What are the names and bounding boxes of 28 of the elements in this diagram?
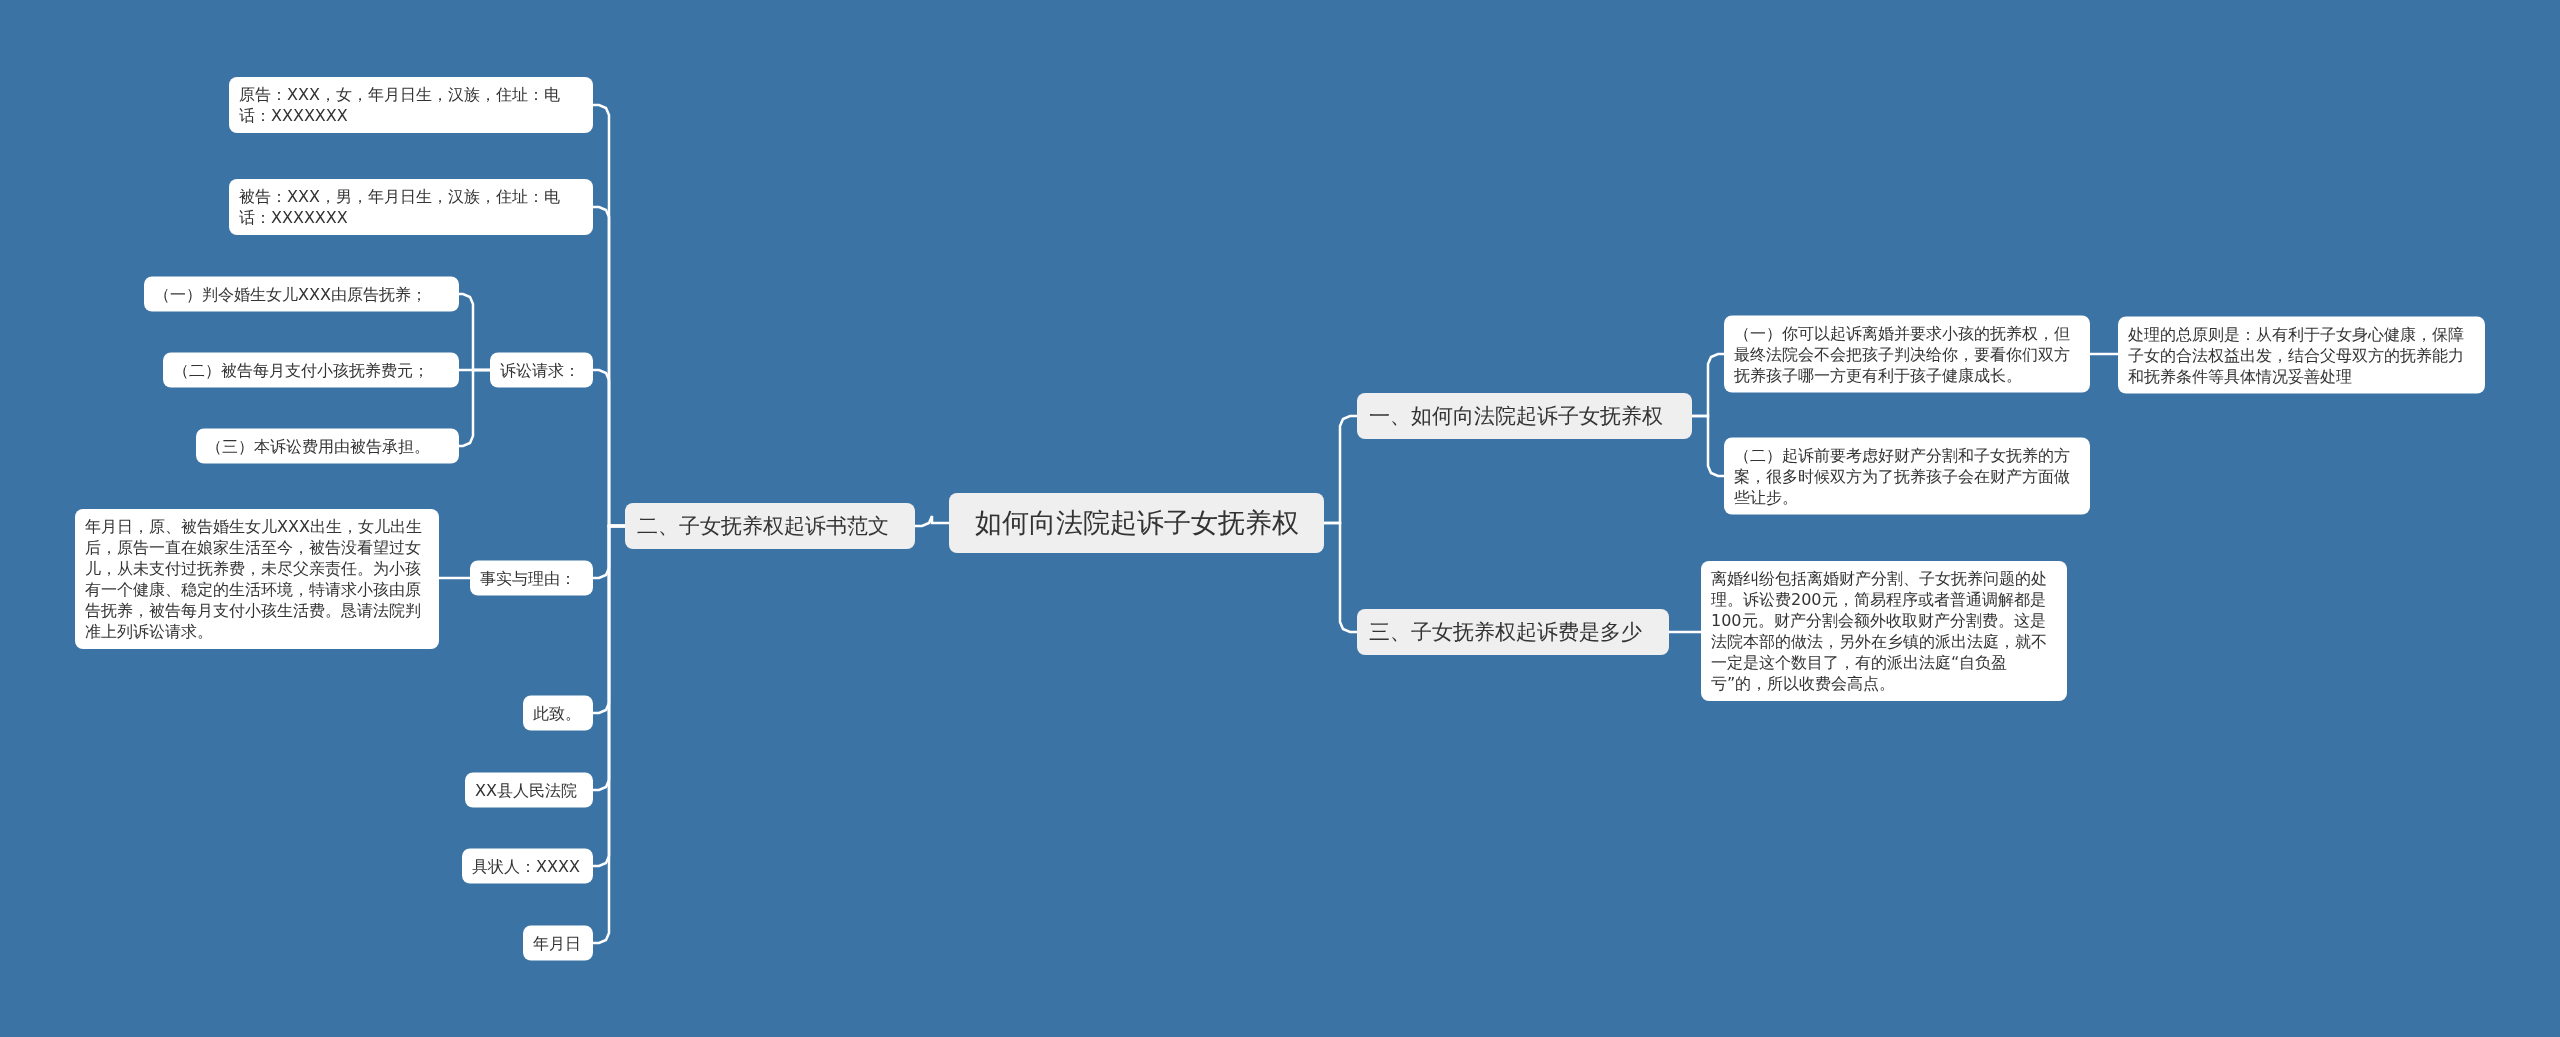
subtopic: XX县人民法院 — [465, 772, 593, 808]
connector-line — [459, 368, 490, 448]
connector-line — [1692, 414, 1724, 478]
subtopic: 离婚纠纷包括离婚财产分割、子女抚养问题的处理。诉讼费200元，简易程序或者普通调解都是100元。财产分割会额外收取财产分割费。这是法院本部的做法，另外在乡镇的派出法庭，就不一定是这个数目了，有的派出法庭“自负盈亏”的，所以收费会高点。 — [1701, 561, 2067, 701]
subtopic: 原告：XXX，女，年月日生，汉族，住址：电话：XXXXXXX — [229, 77, 593, 133]
subtopic: 处理的总原则是：从有利于子女身心健康，保障子女的合法权益出发，结合父母双方的抚养能力和抚养条件等具体情况妥善处理 — [2118, 316, 2485, 394]
central-topic: 如何向法院起诉子女抚养权 — [949, 493, 1324, 553]
subtopic: （一）你可以起诉离婚并要求小孩的抚养权，但最终法院会不会把孩子判决给你，要看你们双方抚养孩子哪一方更有利于孩子健康成长。 — [1724, 315, 2090, 393]
subtopic: 此致。 — [523, 695, 593, 731]
subtopic: （二）被告每月支付小孩抚养费元； — [163, 352, 459, 388]
subtopic: 事实与理由： — [470, 560, 593, 596]
subtopic: 具状人：XXXX — [462, 848, 593, 884]
subtopic: 年月日 — [523, 925, 593, 961]
connector-line — [2090, 352, 2118, 356]
main-topic: 三、子女抚养权起诉费是多少 — [1357, 609, 1669, 655]
subtopic: （一）判令婚生女儿XXX由原告抚养； — [144, 276, 459, 312]
subtopic: （二）起诉前要考虑好财产分割和子女抚养的方案，很多时候双方为了抚养孩子会在财产方面做些让步。 — [1724, 437, 2090, 515]
connector-line — [915, 514, 949, 528]
subtopic: （三）本诉讼费用由被告承担。 — [196, 428, 459, 464]
connector-line — [439, 576, 470, 580]
subtopic: 被告：XXX，男，年月日生，汉族，住址：电话：XXXXXXX — [229, 179, 593, 235]
main-topic: 二、子女抚养权起诉书范文 — [625, 503, 915, 549]
main-topic: 一、如何向法院起诉子女抚养权 — [1357, 393, 1692, 439]
connector-line — [1669, 630, 1701, 634]
subtopic: 诉讼请求： — [490, 352, 593, 388]
connector-line — [1324, 521, 1357, 634]
connector-line — [593, 524, 625, 945]
subtopic: 年月日，原、被告婚生女儿XXX出生，女儿出生后，原告一直在娘家生活至今，被告没看望过女儿，从未支付过抚养费，未尽父亲责任。为小孩有一个健康、稳定的生活环境，特请求小孩由原告抚养，被告每月支付小孩生活费。恳请法院判准上列诉讼请求。 — [75, 509, 439, 649]
